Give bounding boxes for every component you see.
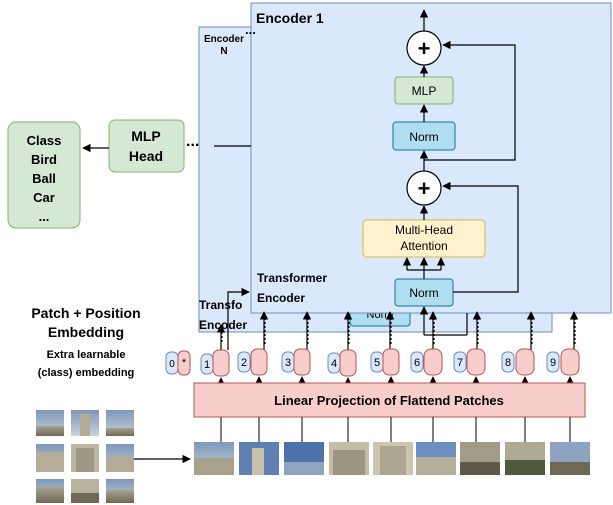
class-token: 0 * [165, 350, 191, 376]
mlp-head-block: MLP Head [108, 119, 185, 173]
patch-to-projection-lines [220, 417, 571, 442]
flattened-patch [460, 442, 500, 475]
source-patch [36, 410, 64, 436]
mlp-block: MLP [394, 76, 454, 105]
encoder-internal-connectors [402, 9, 519, 336]
flattened-patch [329, 442, 369, 475]
head-ellipsis: ... [186, 133, 199, 150]
norm-top-block: Norm [392, 121, 456, 151]
patch-token-6: 6 [410, 348, 443, 376]
svg-text:0: 0 [169, 359, 175, 370]
patch-token-8: 8 [501, 348, 535, 376]
encoder-stack-ellipsis: ... [245, 22, 256, 37]
svg-text:MLP: MLP [412, 84, 437, 98]
svg-text:Attention: Attention [400, 239, 447, 253]
svg-text:Norm: Norm [409, 286, 438, 300]
svg-text:1: 1 [204, 359, 210, 371]
svg-text:3: 3 [285, 357, 291, 369]
flattened-patch [373, 442, 413, 475]
source-patch [71, 444, 99, 472]
patch-token-7: 7 [453, 348, 486, 376]
class-item: Class [27, 133, 62, 148]
transformer-encoder-label-2: Encoder [257, 291, 305, 305]
patch-token-9: 9 [546, 348, 580, 376]
svg-text:Head: Head [129, 148, 163, 164]
class-item: Car [33, 190, 55, 205]
svg-text:+: + [418, 176, 431, 201]
patch-token-1: 1 [200, 349, 230, 377]
encoder-1-title: Encoder 1 [256, 10, 324, 26]
class-item: ... [39, 209, 50, 224]
back-encoder-label-1: Transfo [199, 298, 242, 312]
linear-projection-block: Linear Projection of Flattend Patches [193, 382, 586, 418]
extra-embedding-label-1: Extra learnable [47, 349, 126, 361]
extra-embedding-label-2: (class) embedding [38, 367, 135, 379]
class-output-box: Class Bird Ball Car ... [7, 121, 81, 229]
svg-text:*: * [182, 357, 187, 369]
attention-block: Multi-Head Attention [362, 219, 486, 258]
flattened-patch [505, 442, 545, 475]
source-patch [36, 444, 64, 472]
embedding-title-2: Embedding [48, 324, 124, 340]
embedding-title-1: Patch + Position [31, 305, 140, 321]
flattened-patch-sequence [194, 442, 590, 475]
flattened-patch [284, 442, 324, 475]
flattened-patch [194, 442, 234, 475]
patch-token-2: 2 [237, 348, 268, 376]
source-image-patch-grid [36, 410, 134, 503]
class-item: Ball [32, 171, 56, 186]
source-patch [106, 444, 134, 472]
source-patch [71, 479, 99, 503]
source-patch [36, 479, 64, 503]
flattened-patch [416, 442, 456, 475]
transformer-encoder-label-1: Transformer [257, 271, 327, 285]
svg-text:+: + [418, 36, 431, 61]
svg-text:4: 4 [331, 358, 337, 370]
projection-to-token-arrows [216, 376, 575, 386]
patch-token-5: 5 [370, 348, 400, 376]
class-item: Bird [31, 152, 57, 167]
encoder-n-title: Encoder [204, 34, 244, 45]
svg-text:MLP: MLP [131, 128, 161, 144]
source-patch [71, 410, 99, 436]
svg-text:5: 5 [374, 357, 380, 369]
svg-text:9: 9 [550, 357, 556, 369]
token-to-encoder-arrows [216, 287, 579, 350]
plus-top-node: + [406, 30, 442, 66]
svg-text:Norm: Norm [409, 130, 438, 144]
norm-bottom-block: Norm [394, 278, 454, 307]
svg-text:2: 2 [241, 357, 247, 369]
svg-text:7: 7 [457, 357, 463, 369]
encoder-n-suffix: N [220, 46, 227, 57]
svg-text:Linear Projection of Flattend: Linear Projection of Flattend Patches [274, 393, 504, 408]
source-patch [106, 410, 134, 436]
svg-text:8: 8 [505, 357, 511, 369]
plus-bottom-node: + [406, 170, 442, 206]
patch-token-4: 4 [327, 349, 357, 377]
svg-text:6: 6 [414, 357, 420, 369]
flattened-patch [239, 442, 279, 475]
flattened-patch [550, 442, 590, 475]
patch-token-3: 3 [281, 348, 311, 376]
back-encoder-label-2: Encoder [199, 318, 247, 332]
source-patch [106, 479, 134, 503]
svg-text:Multi-Head: Multi-Head [395, 223, 453, 237]
